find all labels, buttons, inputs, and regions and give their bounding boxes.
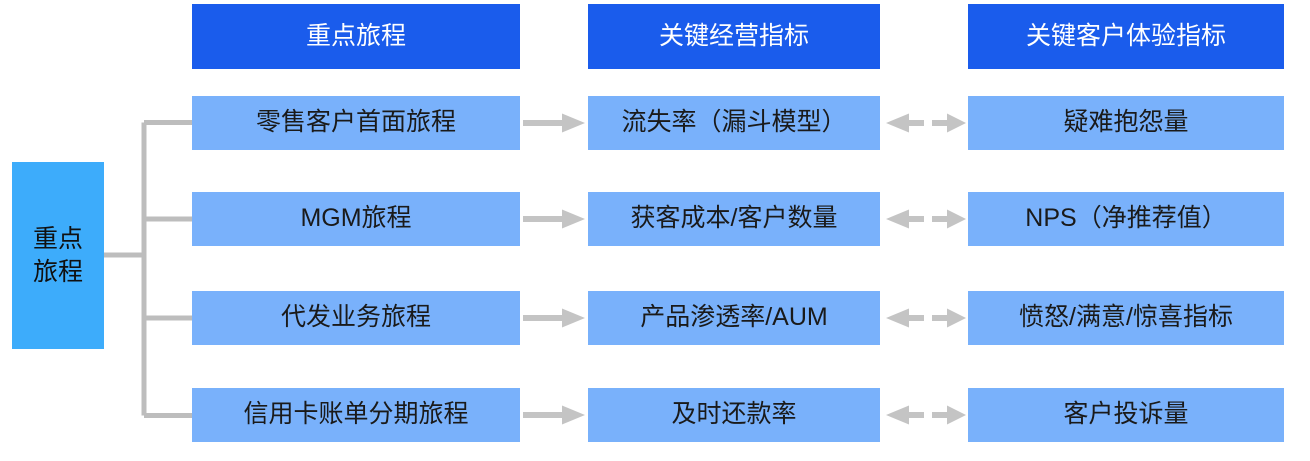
dashed-double-arrow-icon-row2	[886, 209, 966, 229]
business-metric-box-row-2[interactable]: 获客成本/客户数量	[588, 192, 880, 246]
business-metric-box-row-1[interactable]: 流失率（漏斗模型）	[588, 96, 880, 150]
root-node-label-line-2: 旅程	[32, 257, 83, 286]
solid-arrow-right-icon-row4	[523, 405, 585, 425]
header-key-business-metrics[interactable]: 关键经营指标	[588, 4, 880, 69]
solid-arrow-group	[523, 113, 585, 425]
business-metric-box-row-3[interactable]: 产品渗透率/AUM	[588, 291, 880, 345]
journey-box-row-2[interactable]: MGM旅程	[192, 192, 520, 246]
cx-metric-box-row-4[interactable]: 客户投诉量	[968, 388, 1284, 442]
solid-arrow-right-icon-row2	[523, 209, 585, 229]
header-key-journey[interactable]: 重点旅程	[192, 4, 520, 69]
header-key-cx-metrics[interactable]: 关键客户体验指标	[968, 4, 1284, 69]
dashed-double-arrow-icon-row1	[886, 113, 966, 133]
root-node-label-line-1: 重点	[32, 224, 83, 253]
dashed-double-arrow-icon-row3	[886, 308, 966, 328]
business-metric-box-row-4[interactable]: 及时还款率	[588, 388, 880, 442]
solid-arrow-right-icon-row1	[523, 113, 585, 133]
journey-box-row-3[interactable]: 代发业务旅程	[192, 291, 520, 345]
journey-box-row-4[interactable]: 信用卡账单分期旅程	[192, 388, 520, 442]
cx-metric-box-row-1[interactable]: 疑难抱怨量	[968, 96, 1284, 150]
cx-metric-box-row-2[interactable]: NPS（净推荐值）	[968, 192, 1284, 246]
dashed-double-arrow-group	[886, 113, 966, 425]
cx-metric-box-row-3[interactable]: 愤怒/满意/惊喜指标	[968, 291, 1284, 345]
dashed-double-arrow-icon-row4	[886, 405, 966, 425]
root-node[interactable]: 重点 旅程	[12, 162, 104, 349]
solid-arrow-right-icon-row3	[523, 308, 585, 328]
journey-box-row-1[interactable]: 零售客户首面旅程	[192, 96, 520, 150]
